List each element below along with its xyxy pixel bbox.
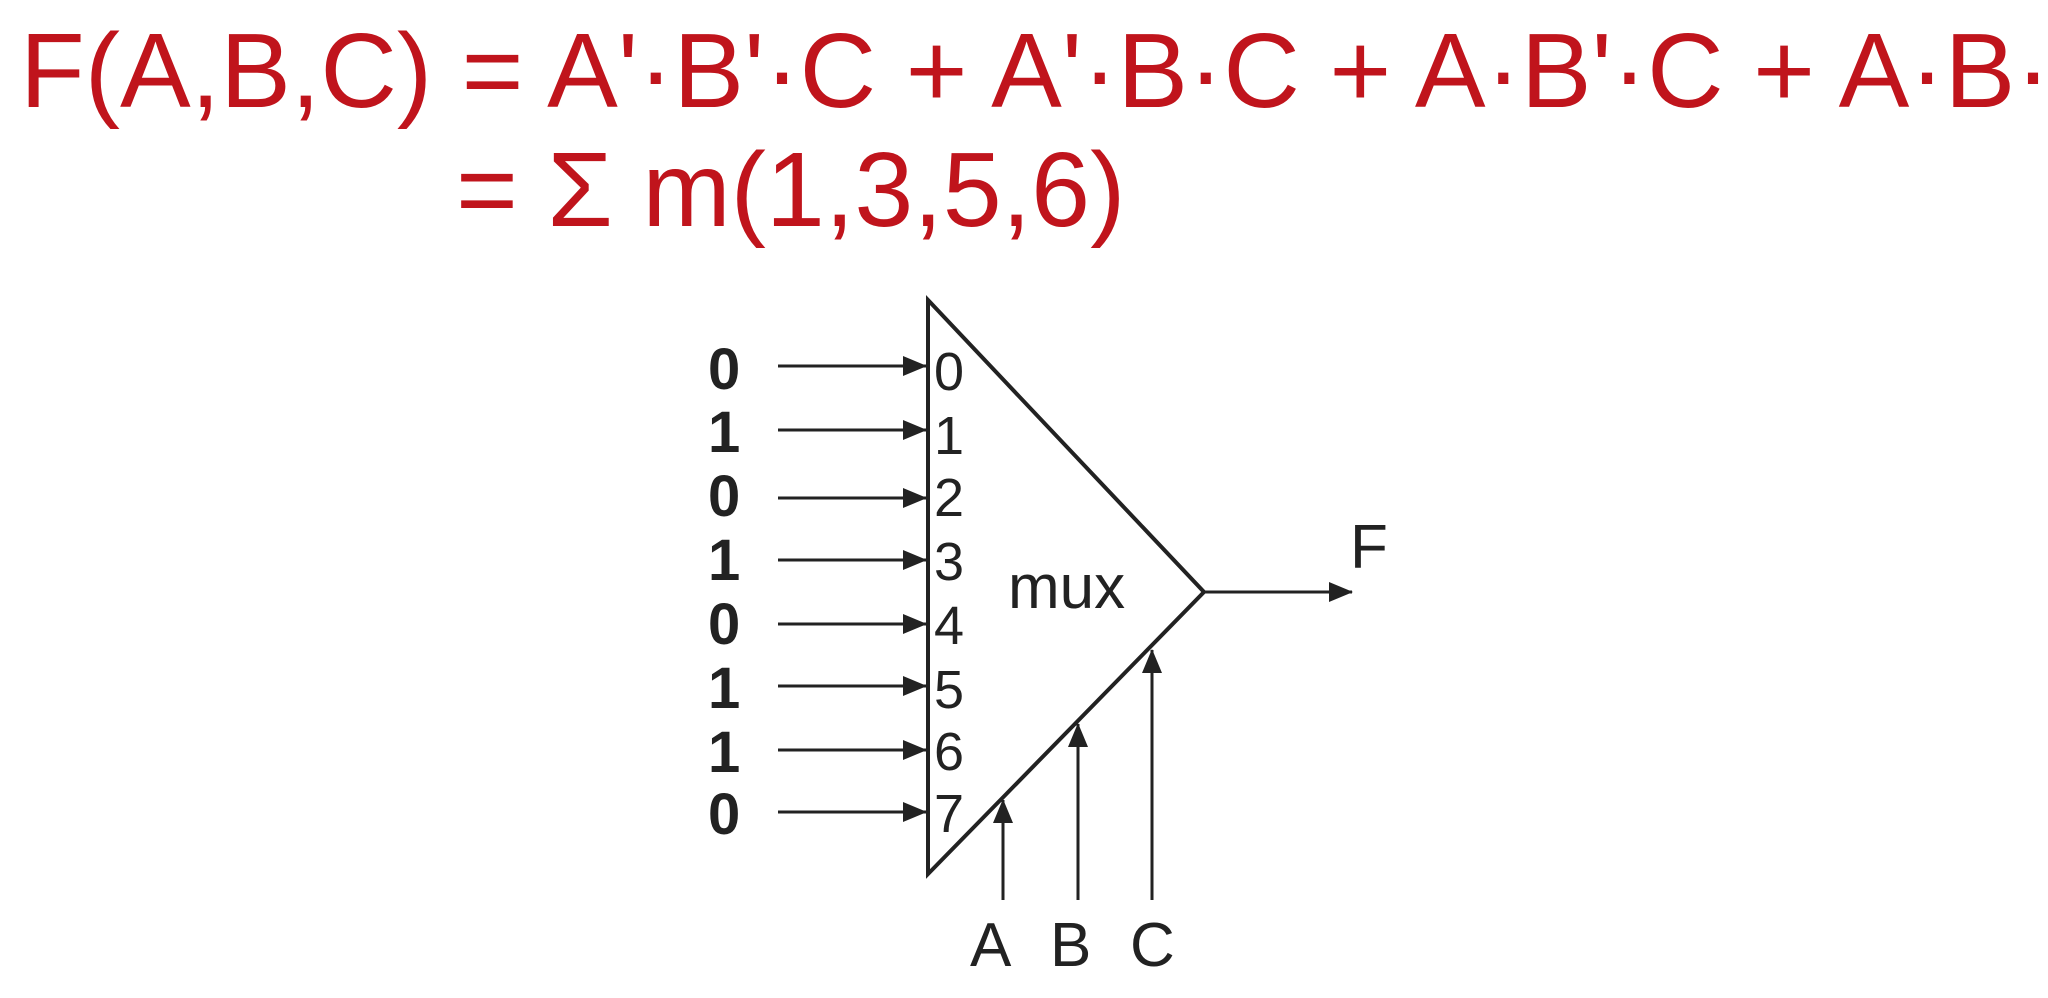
input-value-0: 0 (708, 337, 740, 402)
mux-body (926, 294, 1207, 879)
port-label-0: 0 (934, 342, 964, 402)
output-label: F (1350, 513, 1388, 582)
port-label-2: 2 (934, 468, 964, 528)
input-value-6: 1 (708, 720, 740, 785)
port-label-1: 1 (934, 406, 964, 466)
port-label-3: 3 (934, 532, 964, 592)
port-label-6: 6 (934, 722, 964, 782)
input-value-2: 0 (708, 464, 740, 529)
port-label-4: 4 (934, 596, 964, 656)
port-label-7: 7 (934, 784, 964, 844)
input-value-4: 0 (708, 592, 740, 657)
select-lines: A B C (970, 649, 1175, 980)
input-value-1: 1 (708, 400, 740, 465)
input-value-7: 0 (708, 782, 740, 847)
select-label-b: B (1050, 911, 1091, 980)
input-value-3: 1 (708, 528, 740, 593)
input-lines: 0 0 1 1 0 2 1 3 0 4 1 5 1 6 0 7 (708, 337, 964, 847)
equation-minterms: = Σ m(1,3,5,6) (456, 131, 1126, 249)
mux-label: mux (1008, 553, 1125, 622)
port-label-5: 5 (934, 660, 964, 720)
equation-sop: F(A,B,C) = A'·B'·C + A'·B·C + A·B'·C + A… (20, 12, 2048, 130)
select-label-a: A (970, 911, 1012, 980)
select-label-c: C (1130, 911, 1175, 980)
input-value-5: 1 (708, 656, 740, 721)
